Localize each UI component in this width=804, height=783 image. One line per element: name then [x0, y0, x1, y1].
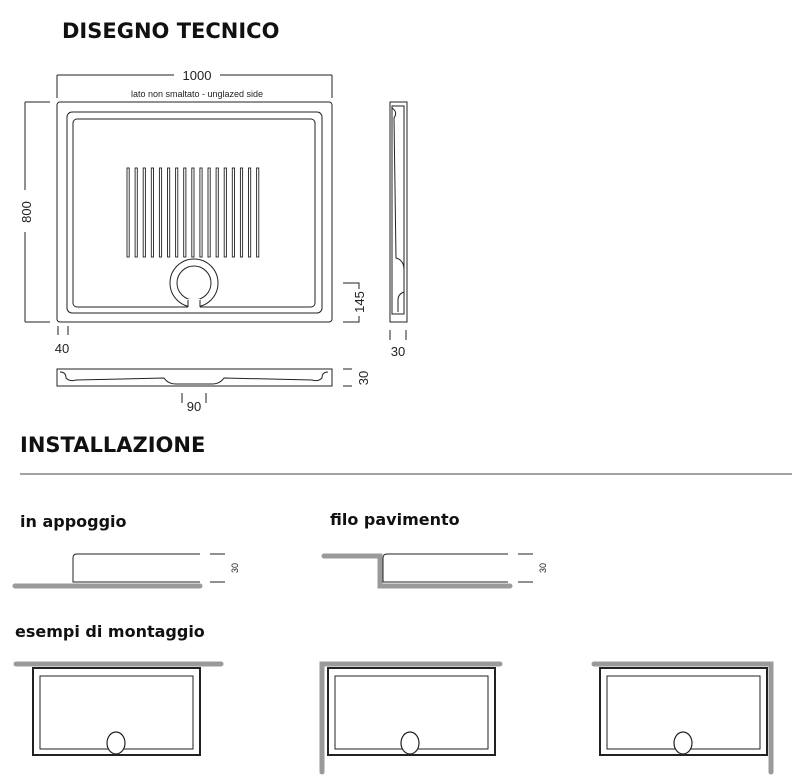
- drain-slot: [150, 167, 154, 258]
- side-thickness-label: 30: [391, 344, 405, 359]
- front-height-label: 30: [356, 371, 371, 385]
- dimension-drain-offset: 145: [343, 282, 367, 323]
- drain-slot: [158, 167, 163, 258]
- title-installazione: INSTALLAZIONE: [20, 433, 205, 457]
- side-view: 30: [389, 101, 408, 359]
- dimension-width: 1000 lato non smaltato - unglazed side: [56, 68, 333, 99]
- top-view: [56, 101, 333, 323]
- label-in-appoggio: in appoggio: [20, 512, 127, 531]
- drain-slot: [142, 167, 146, 258]
- drain-slot: [199, 167, 203, 258]
- drain-slot: [239, 167, 244, 258]
- dimension-depth: 800: [19, 101, 50, 323]
- label-esempi-montaggio: esempi di montaggio: [15, 622, 205, 641]
- front-view: 30 90: [56, 368, 371, 414]
- drain-slot: [134, 167, 138, 258]
- filo-pavimento-diagram: 30: [321, 553, 548, 589]
- drain-offset-label: 145: [352, 291, 367, 313]
- drain-slot: [207, 167, 211, 258]
- drain-slots: [126, 167, 260, 258]
- drain-slot: [167, 167, 171, 258]
- drain-slot: [223, 167, 227, 258]
- label-filo-pavimento: filo pavimento: [330, 510, 460, 529]
- drain-slot: [183, 167, 187, 258]
- mounting-example-corner-right: [591, 661, 774, 775]
- drain-slot: [215, 167, 219, 258]
- appoggio-height-label: 30: [230, 563, 240, 573]
- width-label: 1000: [183, 68, 212, 83]
- filo-height-label: 30: [538, 563, 548, 573]
- in-appoggio-diagram: 30: [12, 553, 240, 589]
- drain-inner: [176, 265, 212, 301]
- depth-label: 800: [19, 201, 34, 223]
- title-disegno-tecnico: DISEGNO TECNICO: [62, 19, 279, 43]
- rim-label: 40: [55, 341, 69, 356]
- drain-slot: [126, 167, 130, 258]
- drain-width-label: 90: [187, 399, 201, 414]
- drain-slot: [256, 167, 260, 258]
- drain-slot: [231, 167, 235, 258]
- drain-slot: [248, 167, 252, 258]
- drain-slot: [191, 167, 195, 258]
- drain-slot: [175, 167, 179, 258]
- dimension-rim: 40: [55, 326, 69, 356]
- mounting-example-one-wall: [13, 661, 224, 756]
- mounting-example-corner-left: [319, 661, 503, 775]
- unglazed-note: lato non smaltato - unglazed side: [131, 89, 263, 99]
